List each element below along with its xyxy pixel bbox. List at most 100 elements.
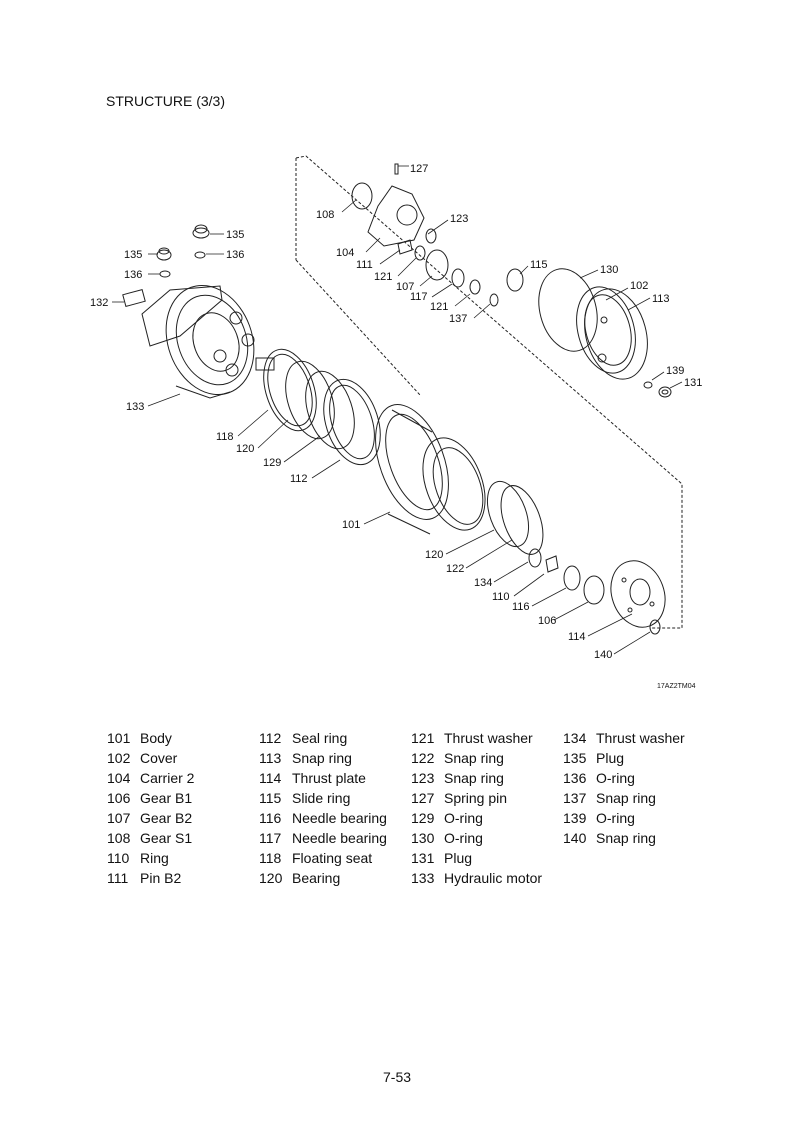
ring-110-part [545,555,559,573]
part-number: 133 [411,870,435,886]
part-name: Plug [596,750,625,766]
callout-137: 137 [449,313,467,325]
nameplate-part [122,289,146,307]
part-number: 110 [107,850,130,866]
part-name: Pin B2 [140,870,182,886]
part-number: 101 [107,730,131,746]
slide-ring-part [506,268,524,292]
needle-bearing-117-part [451,268,465,288]
part-name: O-ring [596,770,635,786]
figure-ref-code: 17AZ2TM04 [657,683,696,690]
part-number: 122 [411,750,435,766]
exploded-view-diagram: 127 108 123 135 136 135 136 104 111 121 … [90,155,702,690]
part-name: Plug [444,850,473,866]
plug-131-part [658,386,672,398]
assembly-boundary [295,155,683,629]
part-name: O-ring [596,810,635,826]
snap-ring-123-part [425,228,437,244]
part-number: 140 [563,830,587,846]
part-name: Floating seat [292,850,373,866]
part-number: 117 [259,830,282,846]
callout-106: 106 [538,615,556,627]
callout-122: 122 [446,563,464,575]
list-item: 118 Floating seat [259,848,387,868]
part-name: Body [140,730,172,746]
part-name: Needle bearing [292,810,387,826]
hydraulic-motor-part [141,284,275,399]
oring-139-part [643,381,653,389]
part-number: 127 [411,790,435,806]
spring-pin-part [394,163,399,175]
thrust-plate-part [610,560,666,628]
snap-ring-113-part [584,288,648,380]
part-number: 135 [563,750,587,766]
callout-111: 111 [356,259,373,271]
part-name: Carrier 2 [140,770,195,786]
part-name: Thrust plate [292,770,366,786]
callout-110: 110 [492,591,510,603]
list-item: 127 Spring pin [411,788,542,808]
part-name: Hydraulic motor [444,870,543,886]
thrust-washer-134-part [528,548,542,568]
oring-130-part [538,268,598,352]
callout-121: 121 [374,271,392,283]
part-number: 118 [259,850,282,866]
part-name: Snap ring [596,790,656,806]
part-name: Thrust washer [596,730,685,746]
thrust-washer-121b-part [469,279,481,295]
part-number: 121 [411,730,435,746]
page-title: STRUCTURE (3/3) [106,93,226,109]
part-name: Snap ring [596,830,656,846]
callout-135: 135 [226,229,244,241]
callout-104: 104 [336,247,354,259]
part-name: Snap ring [444,770,504,786]
oring-136b-part [159,270,171,278]
part-name: Cover [140,750,178,766]
bearing-snapring-part [486,480,544,555]
callout-116: 116 [512,601,530,613]
part-name: Gear B2 [140,810,193,826]
callout-121: 121 [430,301,448,313]
callout-131: 131 [684,377,702,389]
snap-ring-140-part [649,619,661,635]
part-name: Spring pin [444,790,508,806]
part-number: 114 [259,770,282,786]
part-number: 131 [411,850,435,866]
carrier-2-part [367,185,425,247]
callout-135: 135 [124,249,142,261]
callout-127: 127 [410,163,428,175]
callout-115: 115 [530,259,548,271]
callout-114: 114 [568,631,586,643]
callout-140: 140 [594,649,612,661]
part-name: Snap ring [292,750,352,766]
callout-129: 129 [263,457,281,469]
callout-139: 139 [666,365,684,377]
list-item: 135 Plug [563,748,685,768]
callout-123: 123 [450,213,468,225]
oring-136a-part [194,251,206,259]
part-number: 120 [259,870,283,886]
pin-b2-part [397,239,413,255]
list-item: 139 O-ring [563,808,685,828]
part-number: 113 [259,750,282,766]
callout-132: 132 [90,297,108,309]
part-number: 115 [259,790,282,806]
gear-b1-part [583,575,605,605]
part-number: 139 [563,810,587,826]
part-number: 130 [411,830,435,846]
part-number: 108 [107,830,131,846]
callout-136: 136 [124,269,142,281]
